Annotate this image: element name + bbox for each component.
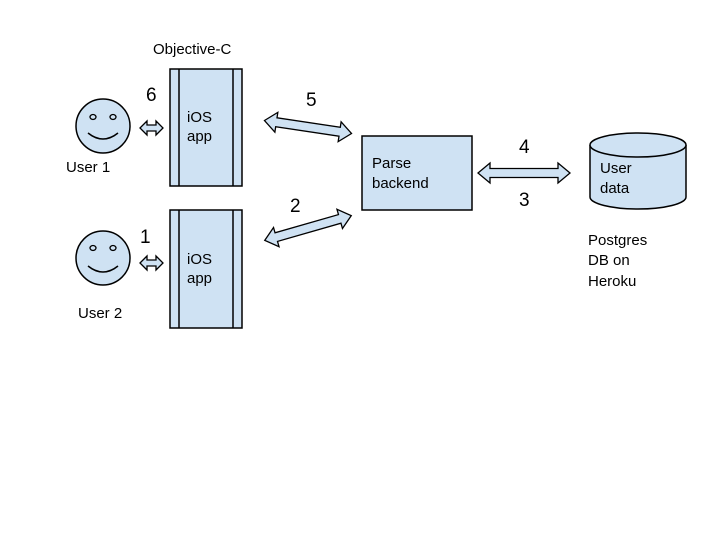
step-2-label: 2 [290,196,301,217]
db-line1: User [600,160,632,177]
ios-app-1-line1: iOS [187,109,212,126]
user-1-label: User 1 [66,159,110,176]
user-2: User 2 [75,230,131,322]
ios-app-1-line2: app [187,128,212,145]
arrow-app1-backend [263,111,353,143]
db-caption-line3: Heroku [588,273,636,290]
ios-app-2-box: iOS app [169,209,243,329]
arrow-user1-app1 [139,119,164,137]
ios-app-2-line1: iOS [187,251,212,268]
step-1-label: 1 [140,227,151,248]
smiley-face-icon [75,230,131,286]
user-1: User 1 [66,98,131,176]
db-caption-line2: DB on [588,252,630,269]
step-4-label: 4 [519,137,530,158]
step-5-label: 5 [306,90,317,111]
db-caption-line1: Postgres [588,232,647,249]
user-2-label: User 2 [78,305,122,322]
ios-app-2-line2: app [187,270,212,287]
language-label: Objective-C [153,41,232,58]
backend-line2: backend [372,175,429,192]
ios-app-1-box: iOS app [169,68,243,187]
step-6-label: 6 [146,85,157,106]
step-3-label: 3 [519,190,530,211]
smiley-face-icon [75,98,131,154]
arrow-user2-app2 [139,254,164,272]
backend-line1: Parse [372,155,411,172]
arrow-app2-backend [263,208,353,248]
parse-backend-box: Parse backend [361,135,473,211]
arrow-backend-db [476,161,572,185]
db-line2: data [600,180,630,197]
database-cylinder-icon: User data [589,132,687,210]
